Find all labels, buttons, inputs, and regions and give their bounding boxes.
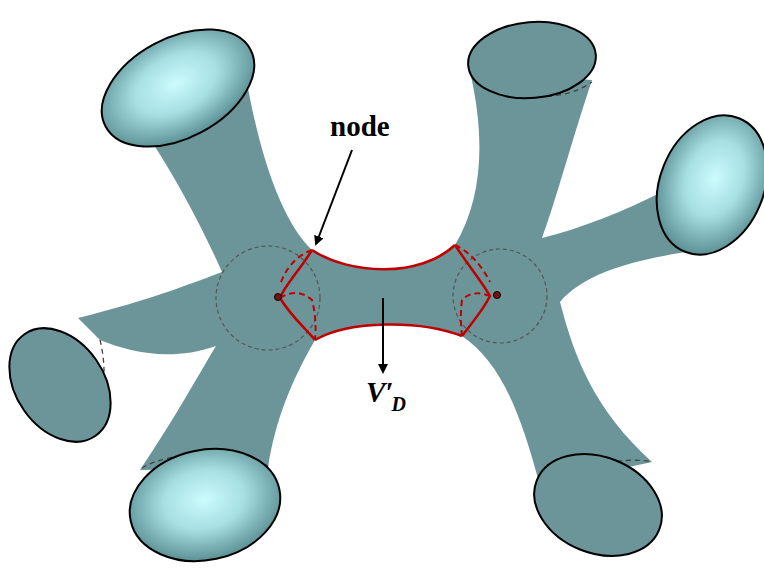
callout-label: node bbox=[330, 112, 390, 141]
region-label: V′ bbox=[366, 378, 394, 407]
leader-arrow bbox=[316, 150, 352, 244]
region-subscript: D bbox=[392, 394, 406, 414]
node-point bbox=[275, 294, 282, 301]
tube-end bbox=[519, 436, 677, 572]
tube-end bbox=[465, 17, 599, 104]
tube-end bbox=[119, 435, 291, 572]
tube-end bbox=[82, 5, 274, 170]
leader-arrow bbox=[382, 298, 384, 372]
tube-end bbox=[637, 99, 764, 271]
tube-end bbox=[0, 309, 132, 461]
node-point bbox=[494, 292, 501, 299]
neighbourhood-circle bbox=[216, 246, 320, 350]
region-outline bbox=[280, 245, 490, 340]
region-hidden-outline bbox=[280, 245, 490, 340]
